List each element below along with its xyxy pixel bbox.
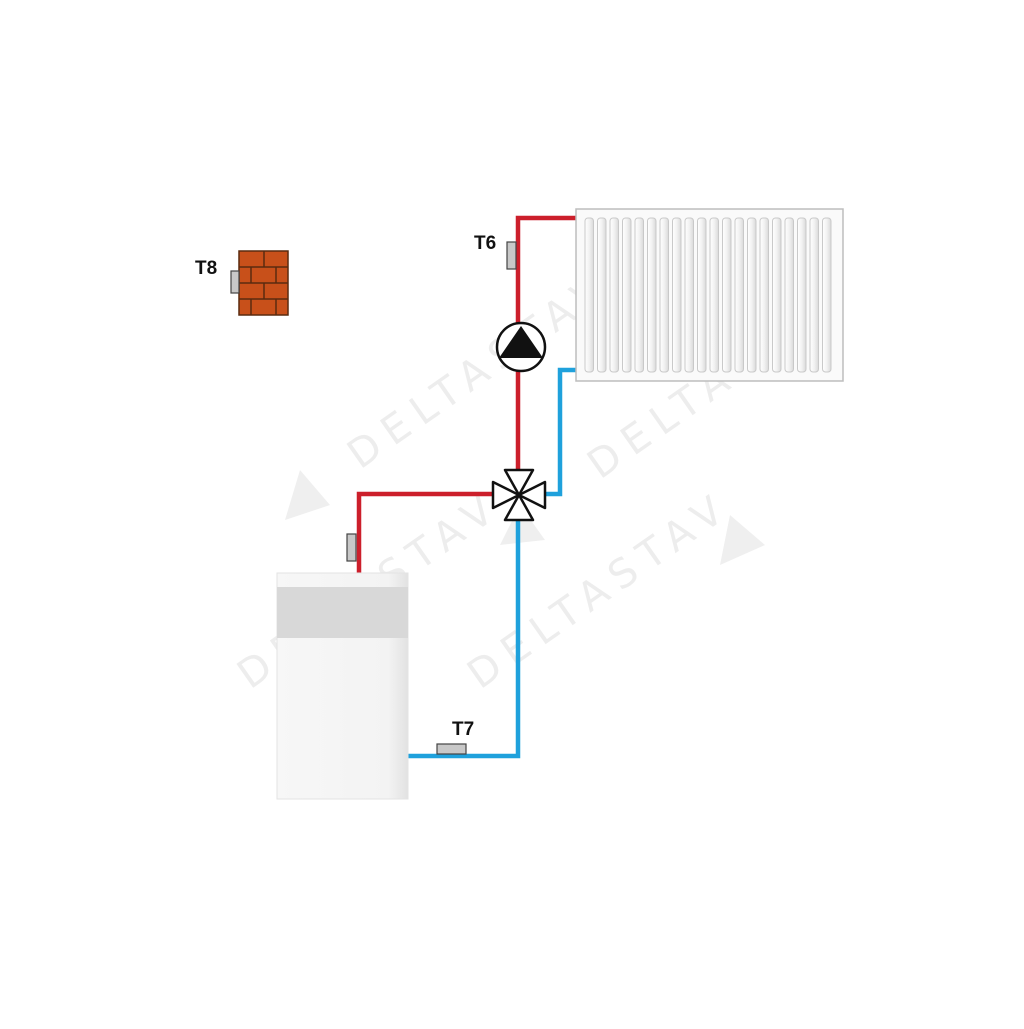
radiator-fin — [584, 217, 594, 373]
t8-sensor — [230, 270, 240, 294]
radiator-fin — [622, 217, 632, 373]
radiator-fin — [609, 217, 619, 373]
supply-pipes — [356, 215, 578, 576]
radiator-fin — [809, 217, 819, 373]
radiator-fin — [734, 217, 744, 373]
boiler-supply-sensor — [346, 533, 357, 562]
circulation-pump-icon — [495, 321, 547, 373]
radiator-fin — [709, 217, 719, 373]
radiator-fin — [822, 217, 832, 373]
radiator-fins — [584, 217, 832, 373]
return-pipe-boiler — [407, 520, 521, 759]
radiator-fin — [647, 217, 657, 373]
return-pipe-radiator — [545, 367, 578, 497]
radiator-icon — [575, 208, 844, 382]
radiator-fin — [772, 217, 782, 373]
radiator-fin — [684, 217, 694, 373]
radiator-fin — [722, 217, 732, 373]
return-pipes — [407, 367, 578, 759]
radiator-fin — [597, 217, 607, 373]
t8-label: T8 — [195, 258, 217, 279]
radiator-fin — [634, 217, 644, 373]
radiator-fin — [759, 217, 769, 373]
radiator-fin — [747, 217, 757, 373]
boiler-icon — [276, 572, 409, 800]
watermark-logo-icon-2 — [720, 515, 765, 565]
brick-wall-icon — [238, 250, 289, 316]
radiator-fin — [784, 217, 794, 373]
radiator-fin — [697, 217, 707, 373]
radiator-fin — [659, 217, 669, 373]
radiator-fin — [797, 217, 807, 373]
supply-pipe-radiator — [515, 215, 578, 480]
watermark-logo-icon — [285, 470, 330, 520]
t6-sensor — [506, 241, 517, 270]
t7-label: T7 — [452, 719, 474, 740]
radiator-fin — [672, 217, 682, 373]
three-way-mixing-valve-icon — [491, 468, 547, 522]
t7-sensor — [436, 743, 467, 755]
supply-pipe-boiler — [356, 491, 493, 576]
watermark-logo-icon-3 — [500, 505, 545, 545]
t6-label: T6 — [474, 233, 496, 254]
